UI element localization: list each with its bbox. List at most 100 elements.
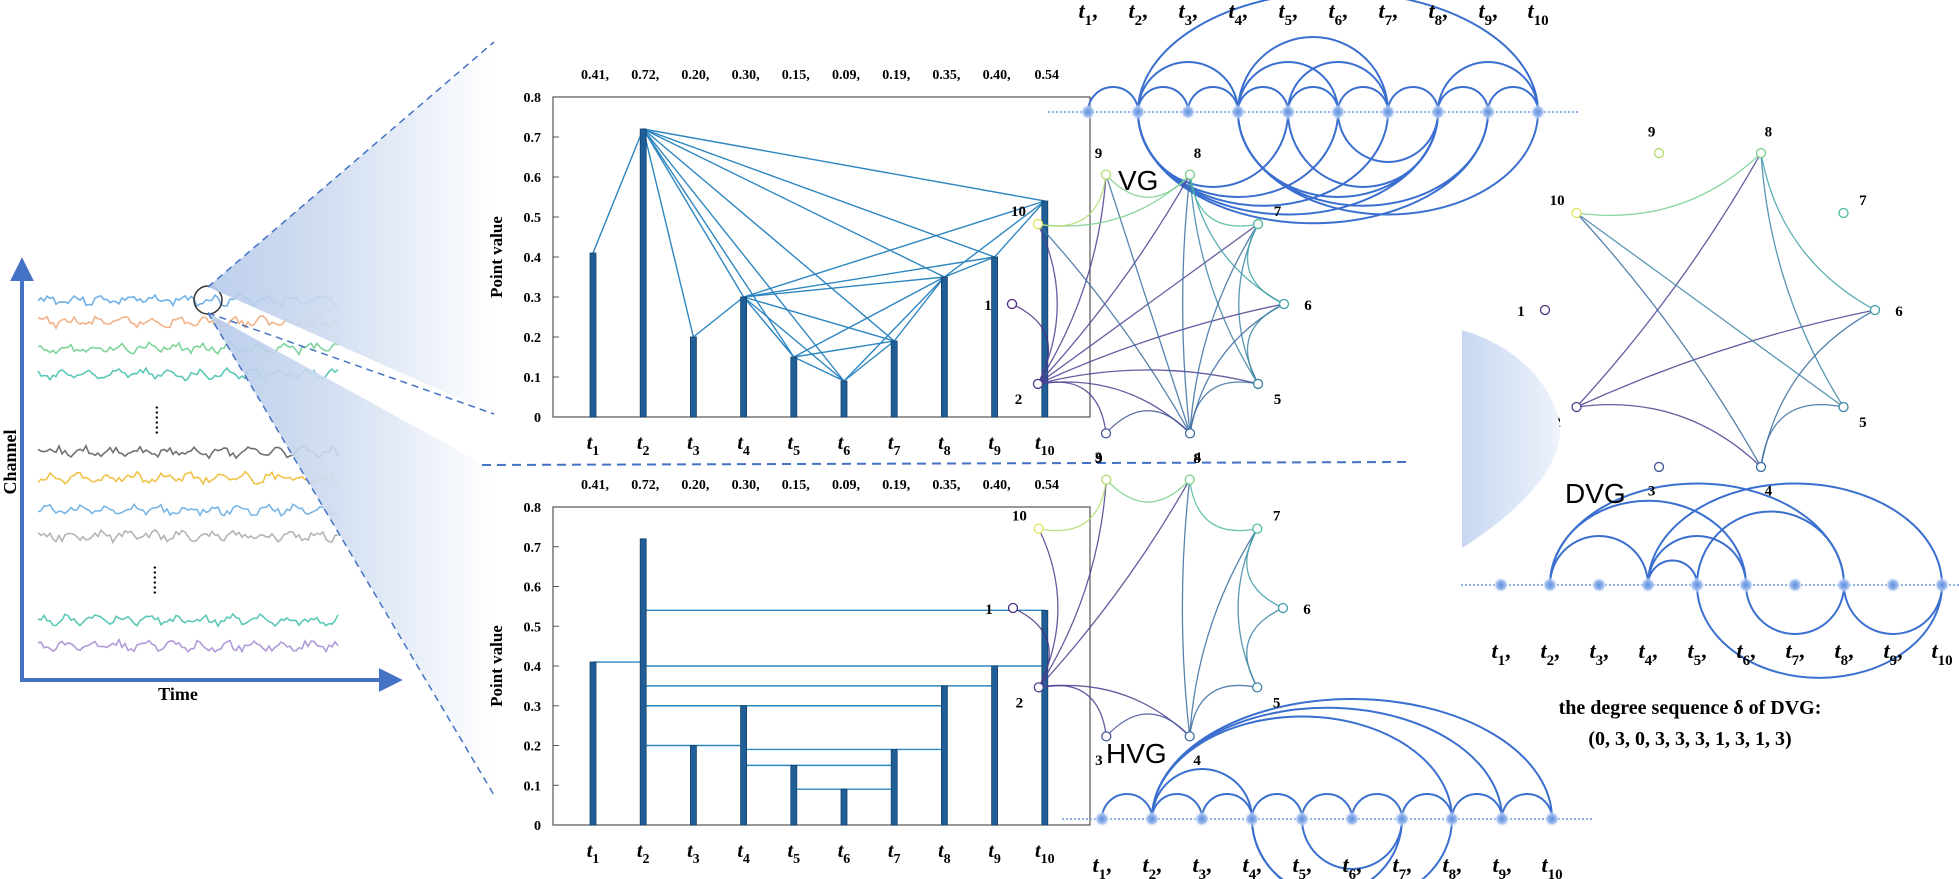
circle-edge bbox=[1576, 212, 1844, 408]
arc-edge bbox=[1287, 61, 1389, 113]
y-axis-label: Point value bbox=[487, 216, 506, 298]
circle-node-label: 8 bbox=[1765, 124, 1773, 140]
point-value-label: 0.15, bbox=[782, 68, 810, 83]
circle-edge bbox=[1038, 479, 1107, 532]
arc-node bbox=[1787, 577, 1803, 593]
arc-node bbox=[1544, 811, 1560, 827]
visibility-edge bbox=[643, 128, 1045, 202]
circle-edge bbox=[1105, 174, 1191, 434]
circle-edge bbox=[1037, 174, 1107, 385]
circle-node-label: 4 bbox=[1194, 450, 1202, 466]
visibility-edge bbox=[692, 296, 745, 338]
arc-edge bbox=[1437, 61, 1539, 113]
circle-node bbox=[1838, 207, 1849, 219]
circle-node bbox=[1101, 474, 1112, 485]
circle-edge bbox=[1760, 403, 1844, 467]
arc-edge bbox=[1696, 510, 1845, 586]
time-axis-label: Time bbox=[158, 684, 198, 704]
visibility-edge bbox=[743, 296, 845, 382]
circle-edge bbox=[1105, 713, 1191, 737]
point-value-label: 0.09, bbox=[832, 478, 860, 493]
circle-edge bbox=[1037, 223, 1058, 385]
point-value-label: 0.54 bbox=[1035, 68, 1060, 83]
signal-trace bbox=[37, 470, 339, 486]
visibility-edge bbox=[843, 340, 895, 382]
arc-time-label: t2, bbox=[1128, 0, 1147, 29]
circle-node bbox=[1252, 378, 1264, 390]
circle-edge bbox=[1189, 479, 1258, 532]
arc-node bbox=[1130, 104, 1146, 120]
arc-node bbox=[1530, 104, 1546, 120]
circle-node bbox=[1032, 218, 1044, 230]
point-value-label: 0.40, bbox=[983, 68, 1011, 83]
y-tick-label: 0.7 bbox=[524, 131, 542, 146]
arc-edge bbox=[1137, 111, 1289, 188]
point-value-label: 0.20, bbox=[681, 68, 709, 83]
y-tick-label: 0.6 bbox=[524, 171, 542, 186]
vg-title: VG bbox=[1118, 165, 1158, 196]
arc-time-label: t1, bbox=[1092, 852, 1111, 879]
circle-edge bbox=[1189, 223, 1259, 434]
circle-node bbox=[1755, 461, 1767, 473]
arc-time-label: t4, bbox=[1242, 852, 1261, 879]
circle-node-label: 10 bbox=[1550, 193, 1565, 209]
y-tick-label: 0.5 bbox=[524, 620, 542, 635]
value-bar bbox=[589, 661, 597, 826]
arc-edge bbox=[1251, 818, 1403, 879]
visibility-edge bbox=[994, 200, 1046, 258]
arc-edge bbox=[1237, 36, 1389, 113]
arc-node bbox=[1394, 811, 1410, 827]
arc-edge bbox=[1401, 793, 1453, 820]
time-tick-label: t4 bbox=[737, 840, 750, 867]
point-value-label: 0.15, bbox=[782, 478, 810, 493]
circle-node bbox=[1252, 682, 1263, 693]
arc-edge bbox=[1745, 584, 1845, 635]
arc-time-label: t7, bbox=[1785, 638, 1804, 669]
circle-edge bbox=[1246, 528, 1284, 609]
arc-node bbox=[1380, 104, 1396, 120]
circle-node bbox=[1033, 523, 1044, 534]
arc-edge bbox=[1237, 61, 1339, 113]
value-bar bbox=[840, 380, 848, 418]
point-value-label: 0.35, bbox=[932, 478, 960, 493]
arc-time-label: t4, bbox=[1638, 638, 1657, 669]
value-bar bbox=[941, 685, 948, 826]
arc-edge bbox=[1137, 0, 1539, 113]
circle-edge bbox=[1038, 528, 1059, 688]
arc-time-label: t9, bbox=[1478, 0, 1497, 29]
circle-edge bbox=[1189, 381, 1259, 434]
circle-edge bbox=[1760, 152, 1876, 311]
circle-node-label: 7 bbox=[1273, 509, 1281, 525]
arc-node bbox=[1280, 104, 1296, 120]
value-bar bbox=[991, 256, 998, 418]
circle-node-label: 4 bbox=[1193, 753, 1201, 769]
arc-edge bbox=[1501, 793, 1553, 820]
arc-time-label: t9, bbox=[1883, 638, 1902, 669]
arc-edge bbox=[1351, 793, 1403, 820]
circle-node-label: 8 bbox=[1193, 451, 1201, 467]
time-tick-label: t9 bbox=[988, 432, 1001, 459]
value-bar bbox=[1041, 200, 1049, 418]
value-bar bbox=[740, 705, 747, 826]
time-tick-label: t2 bbox=[637, 432, 650, 459]
signal-trace bbox=[37, 443, 339, 460]
y-tick-label: 0.5 bbox=[524, 211, 542, 226]
point-value-label: 0.09, bbox=[832, 68, 860, 83]
signal-trace bbox=[37, 612, 339, 628]
time-tick-label: t2 bbox=[637, 840, 650, 867]
arc-edge bbox=[1251, 793, 1303, 820]
circle-node bbox=[1755, 147, 1767, 159]
visibility-edge bbox=[642, 128, 895, 342]
circle-node bbox=[1571, 401, 1582, 413]
circle-node-label: 9 bbox=[1095, 451, 1103, 467]
circle-node-label: 4 bbox=[1765, 484, 1773, 500]
arc-edge bbox=[1237, 86, 1289, 113]
circle-edge bbox=[1576, 212, 1762, 468]
arc-edge bbox=[1137, 86, 1189, 113]
circle-node-label: 6 bbox=[1304, 298, 1312, 314]
section-divider bbox=[481, 461, 1411, 466]
time-tick-label: t8 bbox=[938, 840, 951, 867]
